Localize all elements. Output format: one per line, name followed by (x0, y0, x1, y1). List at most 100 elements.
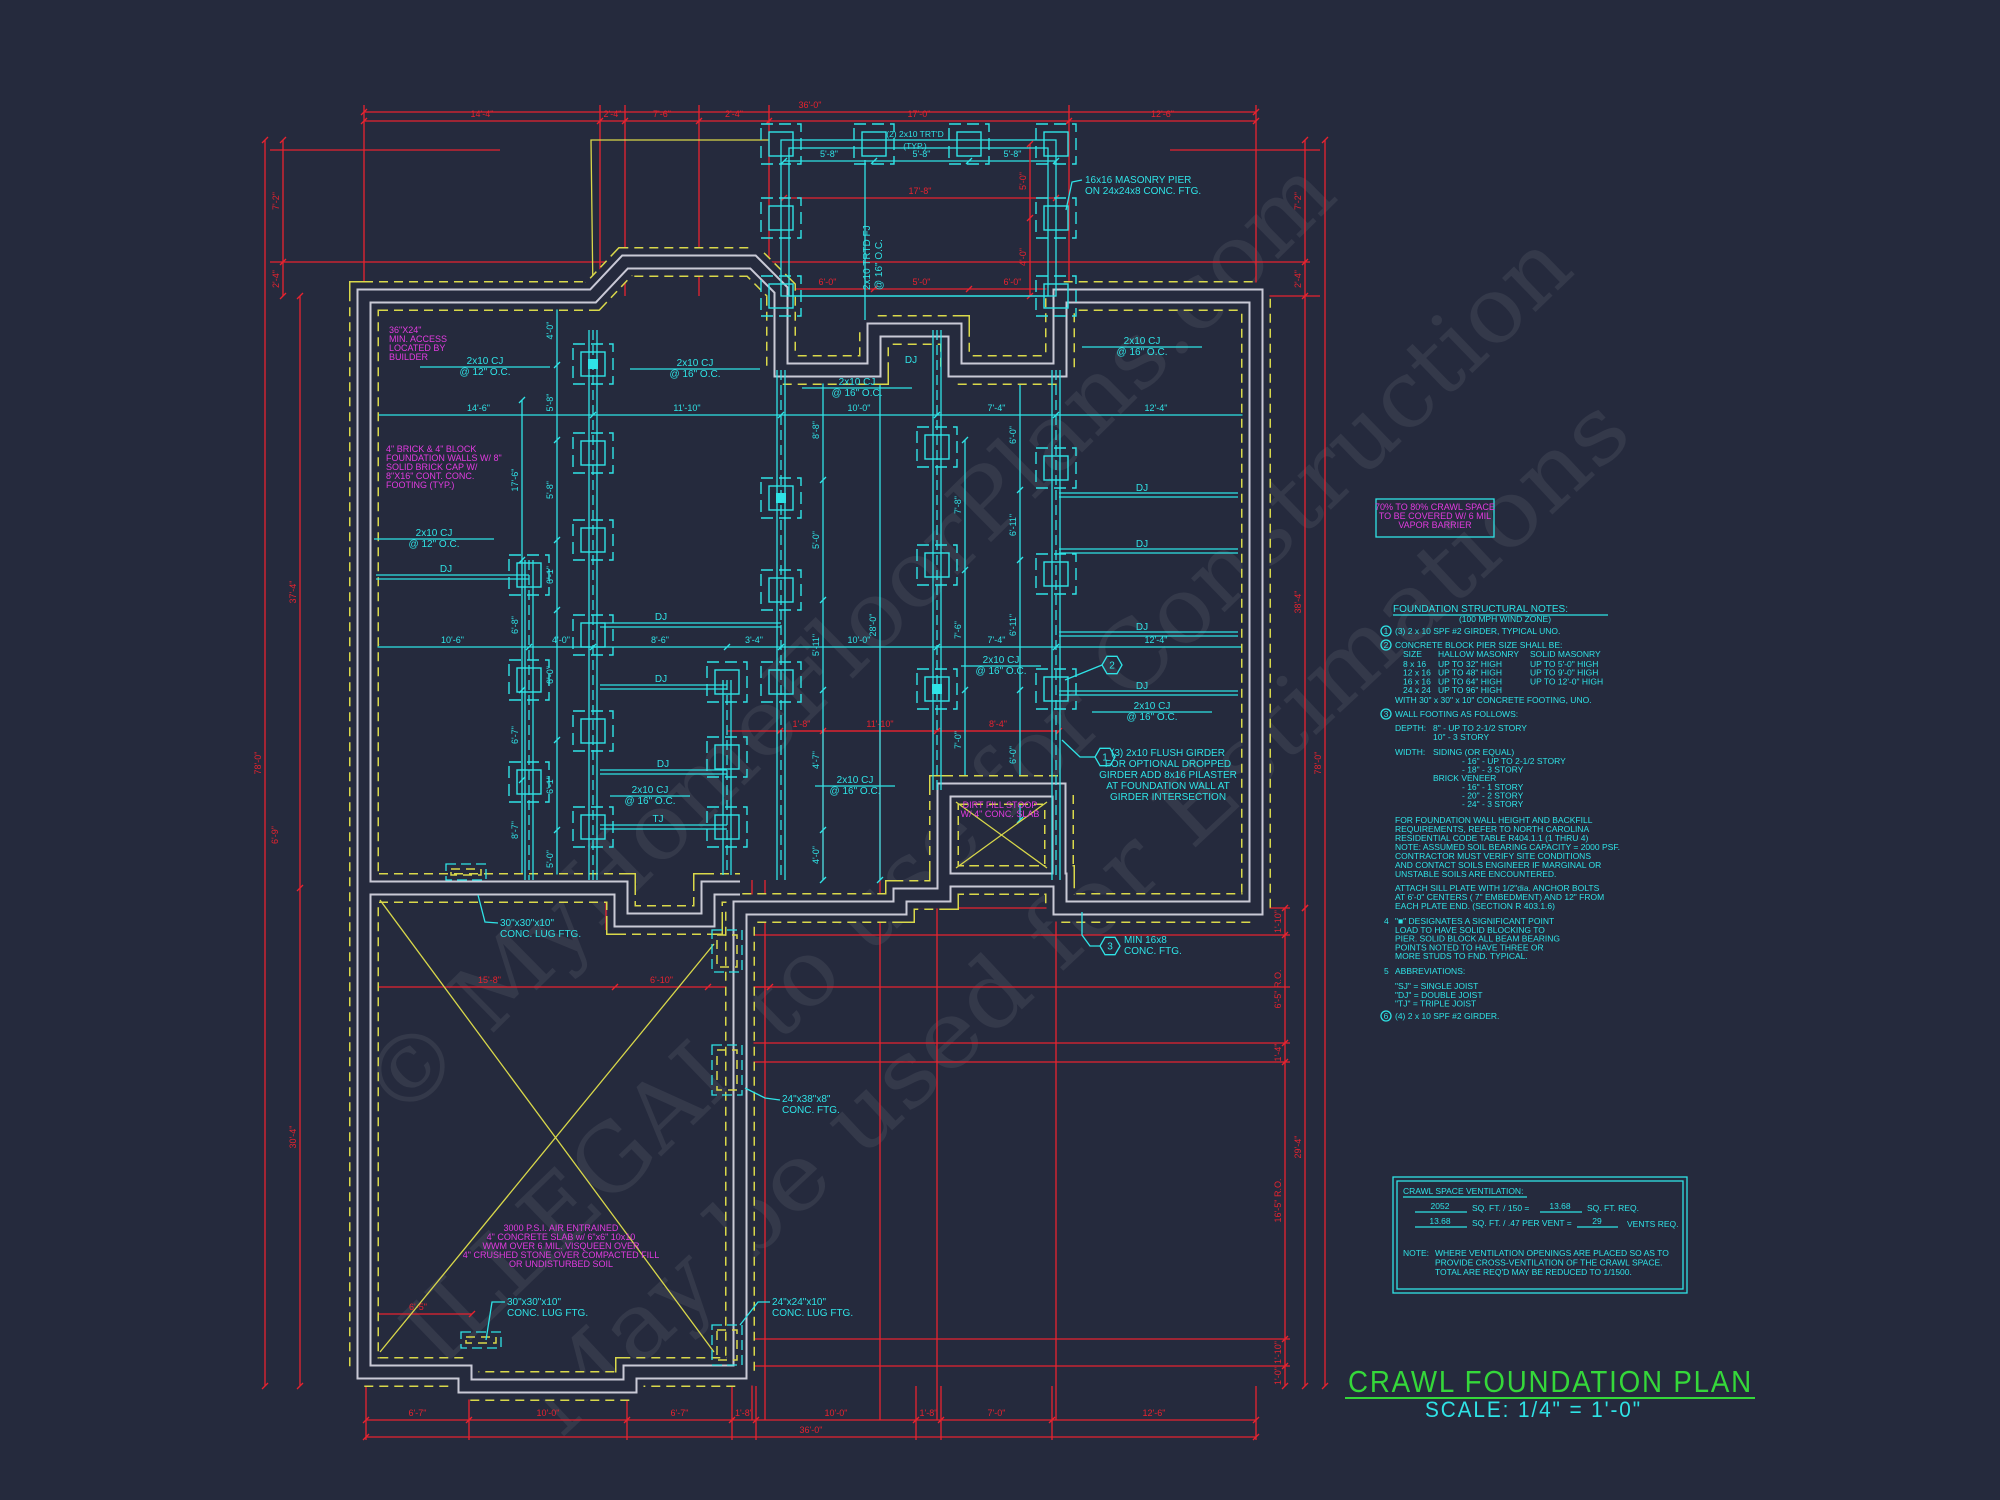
pier-table-cell: UP TO 5'-0" HIGH (1530, 659, 1598, 669)
dimension-tick (752, 1416, 760, 1424)
lug-footing-inner (450, 868, 482, 876)
drawing-scale: SCALE: 1/4" = 1'-0" (1425, 1397, 1642, 1422)
lug-footing-callout: CONC. LUG FTG. (772, 1308, 853, 1319)
ceiling-joist-spacing: @ 16" O.C. (1117, 347, 1168, 358)
slab-mark (379, 943, 715, 1353)
drawing-title: CRAWL FOUNDATION PLAN (1348, 1364, 1753, 1399)
dimension-label: 6'-7" (671, 1408, 689, 1418)
note-number-circle-icon (1380, 708, 1392, 720)
dimension-tick (1252, 1433, 1260, 1441)
brick-label: BRICK VENEER (1433, 773, 1496, 783)
pier-footing-outline (916, 544, 958, 586)
dimension-label: 6'-8" (510, 616, 520, 634)
depth-value: 10" - 3 STORY (1433, 732, 1489, 742)
dimension-tick (765, 117, 773, 125)
ceiling-joist-spacing: @ 16" O.C. (976, 666, 1027, 677)
notes-subtitle: (100 MPH WIND ZONE) (1459, 614, 1551, 624)
dimension-tick (596, 117, 604, 125)
lug-footing (711, 929, 743, 973)
dimension-tick (1016, 556, 1024, 564)
dimension-tick (780, 157, 788, 165)
masonry-pier (924, 552, 950, 578)
crawl-access-note: MIN. ACCESS (389, 334, 447, 344)
pier-table-cell: UP TO 9'-0" HIGH (1530, 668, 1598, 678)
dimension-label: 6'-7" (409, 1408, 427, 1418)
note-3-paragraph: ATTACH SILL PLATE WITH 1/2"dia. ANCHOR B… (1395, 883, 1600, 893)
ventilation-note-label: NOTE: (1403, 1248, 1429, 1258)
dimension-label: 1'-8" (735, 1408, 753, 1418)
footing-callout: 24"x38"x8" (782, 1094, 831, 1105)
masonry-pier (714, 669, 740, 695)
pier-table-header: SIZE (1403, 649, 1422, 659)
dimension-label: 6'-1" (545, 776, 555, 794)
leader-line (477, 894, 499, 924)
masonry-pier (1043, 455, 1069, 481)
masonry-pier (861, 131, 887, 157)
lug-footing (460, 1331, 502, 1349)
lug-footing-callout: 30"x30"x10" (507, 1297, 561, 1308)
note-3-paragraph: AT 6'-0" CENTERS ( 7" EMBEDMENT) AND 12"… (1395, 892, 1604, 902)
masonry-pier (580, 440, 606, 466)
dimension-label: 10'-0" (825, 1408, 848, 1418)
foundation-wall-note: SOLID BRICK CAP W/ (386, 462, 478, 472)
stoop-fill-mark (955, 801, 1048, 869)
double-joist-label: DJ (655, 674, 667, 685)
min-footing-callout: CONC. FTG. (1124, 946, 1182, 957)
dimension-label: 6'-5" (409, 1302, 427, 1312)
garage-slab-note: WWM OVER 6 MIL. VISQUEEN OVER (482, 1241, 640, 1251)
dimension-label: 78'-0" (253, 752, 263, 775)
dimension-label: 17'-8" (909, 186, 932, 196)
note-3-paragraph: NOTE: ASSUMED SOIL BEARING CAPACITY = 20… (1395, 842, 1620, 852)
pier-table-cell: UP TO 12'-0" HIGH (1530, 676, 1603, 686)
lug-footing-callout: 24"x24"x10" (772, 1297, 826, 1308)
pier-table-cell: 16 x 16 (1403, 676, 1431, 686)
dimension-tick (965, 157, 973, 165)
dimension-tick (296, 292, 304, 300)
notes-title: FOUNDATION STRUCTURAL NOTES: (1393, 604, 1568, 615)
dimension-tick (1301, 258, 1309, 266)
ceiling-joist-size: 2x10 CJ (837, 775, 874, 786)
dimension-label: 5'-8" (1004, 149, 1022, 159)
pier-table-header: HALLOW MASONRY (1438, 649, 1519, 659)
dimension-tick (1016, 816, 1024, 824)
pier-table-footer: WITH 30" x 30" x 10" CONCRETE FOOTING, U… (1395, 695, 1592, 705)
ventilation-unit: VENTS REQ. (1627, 1219, 1678, 1229)
dimension-tick (465, 1416, 473, 1424)
pier-footing-outline (1035, 668, 1077, 710)
masonry-pier (580, 718, 606, 744)
dimension-tick (870, 285, 878, 293)
note-number-circle-icon (1380, 639, 1392, 651)
pier-footing-outline (508, 761, 550, 803)
ventilation-area: 2052 (1431, 1201, 1450, 1211)
dimension-tick (1048, 1416, 1056, 1424)
porch-floor-joist-spacing: @ 16" O.C. (874, 239, 885, 290)
lug-footing (711, 1044, 743, 1096)
dimension-label: 5'-11" (811, 634, 821, 656)
dimension-label: 4'-0" (552, 635, 570, 645)
dimension-label: 6'-9" (270, 826, 280, 844)
pier-footing-outline (706, 661, 748, 703)
masonry-pier (1043, 676, 1069, 702)
dimension-label: 10'-6" (441, 635, 464, 645)
dimension-label: 1'-10" (1273, 1341, 1283, 1364)
dimension-tick (279, 292, 287, 300)
note-2: CONCRETE BLOCK PIER SIZE SHALL BE: (1395, 640, 1562, 650)
dimension-tick (1026, 140, 1034, 148)
dimension-tick (819, 476, 827, 484)
masonry-pier (956, 131, 982, 157)
note-3-paragraph: EACH PLATE END. (SECTION R 403.1.6) (1395, 901, 1555, 911)
foundation-wall-note: FOUNDATION WALLS W/ 8" (386, 453, 502, 463)
dimension-tick (553, 361, 561, 369)
stoop-note: DIRT FILL STOOP (963, 800, 1038, 810)
dimension-label: 6'-1" (545, 566, 555, 584)
masonry-pier (768, 205, 794, 231)
porch-girder-callout: (2) 2x10 TRT'D (886, 129, 944, 139)
masonry-pier (516, 562, 542, 588)
note-number: 4 (1384, 916, 1389, 926)
note-3-paragraph: RESIDENTIAL CODE TABLE R404.1.1 (1 THRU … (1395, 833, 1589, 843)
dimension-label: 4'-0" (1018, 248, 1028, 266)
pier-footing-outline (1035, 553, 1077, 595)
garage-slab-note: OR UNDISTURBED SOIL (509, 1259, 613, 1269)
dimension-tick (961, 566, 969, 574)
